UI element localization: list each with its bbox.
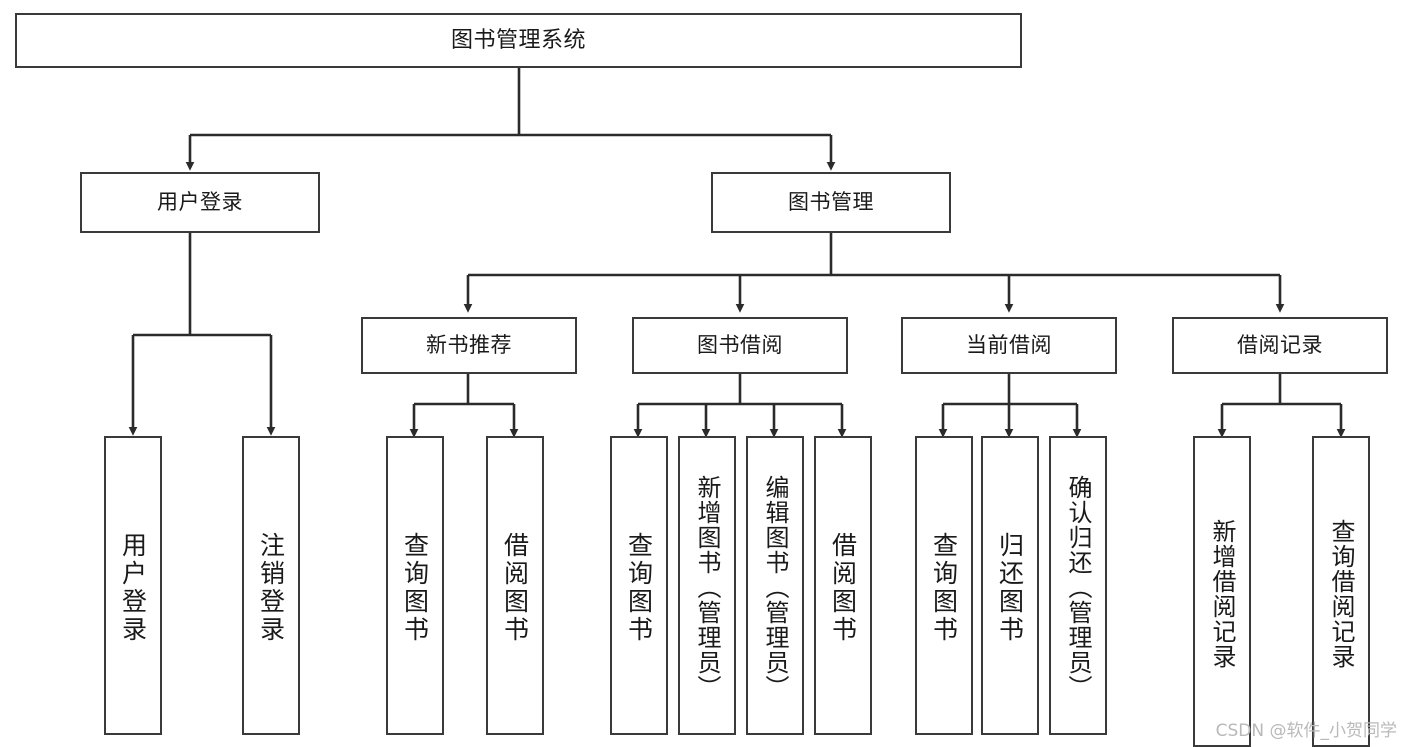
node-root-system[interactable]: 图书管理系统	[15, 13, 1022, 68]
node-current-borrow[interactable]: 当前借阅	[901, 317, 1117, 374]
leaf-return-book[interactable]: 归还图书	[981, 436, 1039, 735]
leaf-query-book-recommend[interactable]: 查询图书	[386, 436, 444, 735]
node-label: 注销登录	[256, 531, 286, 644]
leaf-add-borrow-record[interactable]: 新增借阅记录	[1193, 436, 1251, 747]
node-book-borrow[interactable]: 图书借阅	[632, 317, 848, 374]
node-label: 归还图书	[995, 531, 1025, 644]
node-label: 查询图书	[400, 531, 430, 644]
leaf-query-book-borrow[interactable]: 查询图书	[610, 436, 668, 735]
node-new-book-recommend[interactable]: 新书推荐	[361, 317, 577, 374]
node-borrow-record[interactable]: 借阅记录	[1172, 317, 1388, 374]
node-label: 新增借阅记录	[1208, 518, 1236, 669]
leaf-borrow-book-recommend[interactable]: 借阅图书	[486, 436, 544, 735]
node-label: 查询借阅记录	[1327, 518, 1355, 669]
node-label: 编辑图书（管理员）	[761, 475, 789, 700]
watermark: CSDN @软件_小贺同学	[1215, 721, 1397, 741]
leaf-user-login[interactable]: 用户登录	[104, 436, 162, 735]
leaf-user-logout[interactable]: 注销登录	[242, 436, 300, 735]
node-label: 借阅图书	[828, 531, 858, 644]
node-label: 借阅记录	[1237, 333, 1323, 358]
node-label: 查询图书	[929, 531, 959, 644]
leaf-query-book-current[interactable]: 查询图书	[915, 436, 973, 735]
node-label: 图书管理	[788, 190, 874, 215]
node-label: 新增图书（管理员）	[693, 475, 721, 700]
node-label: 借阅图书	[500, 531, 530, 644]
node-label: 查询图书	[624, 531, 654, 644]
leaf-add-book-admin[interactable]: 新增图书（管理员）	[678, 436, 736, 735]
node-label: 用户登录	[118, 531, 148, 644]
leaf-edit-book-admin[interactable]: 编辑图书（管理员）	[746, 436, 804, 735]
node-label: 图书借阅	[697, 333, 783, 358]
node-book-management[interactable]: 图书管理	[711, 172, 951, 233]
leaf-query-borrow-record[interactable]: 查询借阅记录	[1312, 436, 1370, 747]
node-label: 确认归还（管理员）	[1064, 475, 1092, 700]
node-label: 图书管理系统	[450, 27, 586, 53]
leaf-borrow-book[interactable]: 借阅图书	[814, 436, 872, 735]
node-label: 用户登录	[157, 190, 243, 215]
node-user-login[interactable]: 用户登录	[80, 172, 320, 233]
leaf-confirm-return-admin[interactable]: 确认归还（管理员）	[1049, 436, 1107, 735]
node-label: 当前借阅	[966, 333, 1052, 358]
node-label: 新书推荐	[426, 333, 512, 358]
